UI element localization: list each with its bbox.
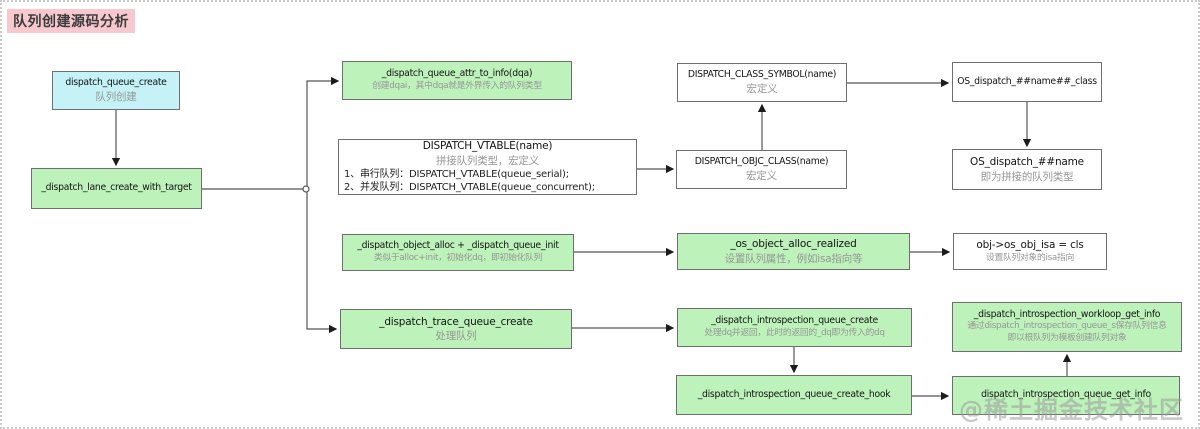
- flow-node-dispatch-objc-class: DISPATCH_OBJC_CLASS(name) 宏定义: [676, 150, 847, 189]
- node-desc: 宏定义: [746, 82, 778, 95]
- node-desc-2: 即以根队列为模板创建队列对象: [1007, 333, 1127, 344]
- node-desc: 类似于alloc+init，初始化dq，即初始化队列: [373, 252, 543, 263]
- flow-node-dispatch-introspection-workloop-get-info: _dispatch_introspection_workloop_get_inf…: [952, 302, 1182, 352]
- flow-node-dispatch-queue-attr-to-info: _dispatch_queue_attr_to_info(dqa) 创建dqai…: [342, 61, 572, 100]
- node-desc: 处理dq并返回，此时的返回的_dq即为传入的dq: [704, 327, 885, 338]
- flow-node-dispatch-introspection-queue-create-hook: _dispatch_introspection_queue_create_hoo…: [676, 375, 912, 415]
- flow-node-os-dispatch-name: OS_dispatch_##name 即为拼接的队列类型: [952, 149, 1102, 190]
- page-title: 队列创建源码分析: [7, 9, 135, 33]
- node-item-serial: 1、串行队列：DISPATCH_VTABLE(queue_serial);: [344, 168, 569, 180]
- junction-dot: [302, 185, 310, 193]
- node-title: _dispatch_introspection_queue_create_hoo…: [697, 388, 891, 400]
- node-desc: 处理队列: [435, 330, 477, 342]
- node-desc: 队列创建: [95, 90, 137, 103]
- flow-node-dispatch-lane-create-with-target: _dispatch_lane_create_with_target: [31, 168, 202, 209]
- flow-node-dispatch-introspection-queue-get-info: dispatch_introspection_queue_get_info: [952, 376, 1180, 415]
- node-title: _dispatch_queue_attr_to_info(dqa): [381, 68, 533, 80]
- node-title: OS_dispatch_##name##_class: [957, 75, 1097, 87]
- node-desc: 即为拼接的队列类型: [980, 170, 1074, 183]
- node-desc: 设置队列对象的isa指向: [986, 252, 1074, 263]
- node-desc: 创建dqai，其中dqa就是外界传入的队列类型: [372, 80, 542, 91]
- node-title: _dispatch_introspection_workloop_get_inf…: [973, 308, 1161, 320]
- node-title: dispatch_introspection_queue_get_info: [981, 389, 1151, 401]
- node-desc: 拼接队列类型，宏定义: [436, 154, 539, 167]
- node-title: DISPATCH_VTABLE(name): [422, 140, 553, 153]
- flow-node-dispatch-object-alloc-queue-init: _dispatch_object_alloc + _dispatch_queue…: [342, 234, 574, 271]
- node-title: dispatch_queue_create: [65, 77, 167, 89]
- flow-node-dispatch-introspection-queue-create: _dispatch_introspection_queue_create 处理d…: [677, 308, 912, 347]
- node-title: DISPATCH_CLASS_SYMBOL(name): [687, 69, 837, 81]
- node-title: _dispatch_object_alloc + _dispatch_queue…: [357, 240, 559, 252]
- node-desc: 设置队列属性，例如isa指向等: [724, 252, 863, 265]
- node-title: _dispatch_lane_create_with_target: [41, 182, 192, 194]
- node-title: _os_object_alloc_realized: [730, 238, 857, 251]
- node-title: DISPATCH_OBJC_CLASS(name): [694, 156, 829, 168]
- node-title: OS_dispatch_##name: [970, 156, 1084, 169]
- flow-node-dispatch-queue-create: dispatch_queue_create 队列创建: [52, 71, 180, 110]
- node-title: _dispatch_introspection_queue_create: [711, 315, 878, 327]
- node-title: obj->os_obj_isa = cls: [976, 239, 1084, 252]
- flow-node-dispatch-trace-queue-create: _dispatch_trace_queue_create 处理队列: [340, 309, 572, 349]
- flow-node-os-dispatch-name-class: OS_dispatch_##name##_class: [952, 62, 1102, 102]
- node-desc: 宏定义: [746, 169, 777, 182]
- node-item-concurrent: 2、并发队列：DISPATCH_VTABLE(queue_concurrent)…: [344, 182, 595, 194]
- flow-node-obj-os-obj-isa: obj->os_obj_isa = cls 设置队列对象的isa指向: [953, 233, 1107, 270]
- flow-node-dispatch-vtable: DISPATCH_VTABLE(name) 拼接队列类型，宏定义 1、串行队列：…: [338, 139, 637, 195]
- node-title: _dispatch_trace_queue_create: [379, 315, 533, 328]
- flow-node-dispatch-class-symbol: DISPATCH_CLASS_SYMBOL(name) 宏定义: [677, 63, 847, 102]
- node-desc: 通过dispatch_introspection_queue_s保存队列信息: [967, 321, 1167, 332]
- flow-node-os-object-alloc-realized: _os_object_alloc_realized 设置队列属性，例如isa指向…: [677, 233, 910, 270]
